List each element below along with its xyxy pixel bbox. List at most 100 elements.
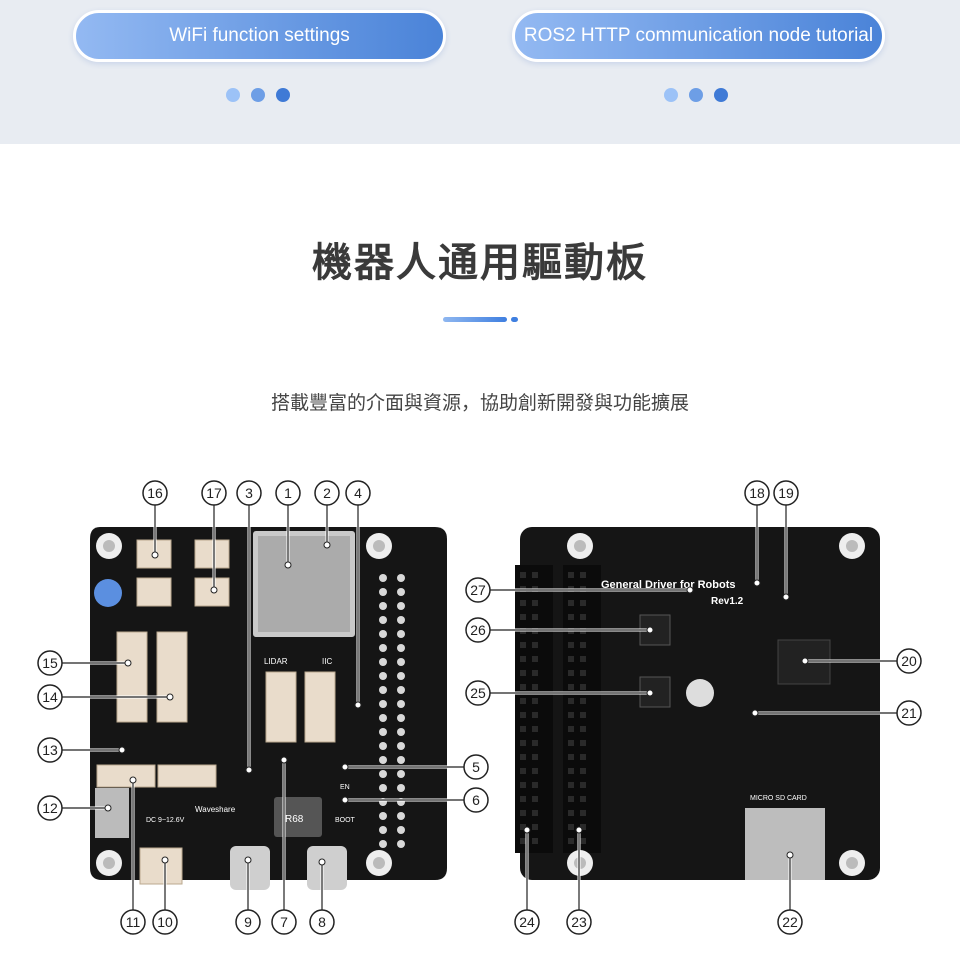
callout-24: 24 bbox=[514, 826, 540, 935]
callout-number: 9 bbox=[244, 914, 252, 930]
header-pin bbox=[520, 670, 526, 676]
callout-10: 10 bbox=[152, 856, 178, 935]
header-pin bbox=[379, 770, 387, 778]
header-pin bbox=[532, 810, 538, 816]
header-pin bbox=[397, 714, 405, 722]
boot-label: BOOT bbox=[335, 817, 356, 824]
callout-16: 16 bbox=[142, 480, 168, 559]
header-pin bbox=[397, 630, 405, 638]
callout-15: 15 bbox=[37, 650, 132, 676]
header-pin bbox=[532, 670, 538, 676]
header-pin bbox=[379, 826, 387, 834]
header-pin bbox=[520, 656, 526, 662]
header-pin bbox=[520, 642, 526, 648]
header-pin bbox=[397, 644, 405, 652]
iic-label: IIC bbox=[322, 657, 332, 666]
header-pin bbox=[379, 658, 387, 666]
callout-number: 7 bbox=[280, 914, 288, 930]
callout-number: 10 bbox=[157, 914, 173, 930]
header-pin bbox=[580, 740, 586, 746]
header-pin bbox=[580, 712, 586, 718]
header-pin bbox=[580, 754, 586, 760]
title-underline bbox=[443, 317, 507, 322]
header-pin bbox=[379, 644, 387, 652]
header-pin bbox=[568, 782, 574, 788]
header-pin bbox=[580, 698, 586, 704]
header-pin bbox=[580, 684, 586, 690]
header-pin bbox=[532, 572, 538, 578]
inductor-label: R68 bbox=[285, 814, 304, 825]
header-pin bbox=[397, 784, 405, 792]
ros2-http-tutorial-button[interactable]: ROS2 HTTP communication node tutorial bbox=[512, 10, 885, 62]
header-pin bbox=[532, 796, 538, 802]
callout-number: 15 bbox=[42, 655, 58, 671]
callout-3: 3 bbox=[236, 480, 262, 774]
section-title: 機器人通用驅動板 bbox=[312, 240, 648, 286]
header-pin bbox=[397, 742, 405, 750]
header-pin bbox=[379, 714, 387, 722]
carousel-dot[interactable] bbox=[251, 88, 265, 102]
callout-number: 27 bbox=[470, 582, 486, 598]
header-pin bbox=[532, 726, 538, 732]
callout-23: 23 bbox=[566, 826, 592, 935]
carousel-dot-active[interactable] bbox=[276, 88, 290, 102]
carousel-dot-active[interactable] bbox=[714, 88, 728, 102]
callout-number: 19 bbox=[778, 485, 794, 501]
callout-number: 17 bbox=[206, 485, 222, 501]
header-pin bbox=[379, 672, 387, 680]
header-pin bbox=[379, 602, 387, 610]
carousel-dot[interactable] bbox=[664, 88, 678, 102]
callout-19: 19 bbox=[773, 480, 799, 601]
callout-11: 11 bbox=[120, 776, 146, 935]
en-label: EN bbox=[340, 784, 350, 791]
header-pin bbox=[379, 784, 387, 792]
callout-20: 20 bbox=[801, 648, 922, 674]
header-pin bbox=[397, 756, 405, 764]
header-pin bbox=[568, 726, 574, 732]
carousel-dot[interactable] bbox=[226, 88, 240, 102]
header-pin bbox=[397, 700, 405, 708]
header-pin bbox=[568, 656, 574, 662]
callout-number: 20 bbox=[901, 653, 917, 669]
callout-25: 25 bbox=[465, 680, 654, 706]
header-pin bbox=[532, 754, 538, 760]
callout-14: 14 bbox=[37, 684, 174, 710]
board-back: General Driver for Robots Rev1.2 MICRO S… bbox=[515, 527, 880, 880]
header-pin bbox=[520, 740, 526, 746]
header-pin bbox=[580, 600, 586, 606]
header-pin bbox=[379, 686, 387, 694]
callout-number: 3 bbox=[245, 485, 253, 501]
header-pin bbox=[568, 684, 574, 690]
header-pin bbox=[532, 824, 538, 830]
header-pin bbox=[568, 810, 574, 816]
header-pin bbox=[568, 768, 574, 774]
header-pin bbox=[580, 768, 586, 774]
wifi-settings-button[interactable]: WiFi function settings bbox=[73, 10, 446, 62]
callout-2: 2 bbox=[314, 480, 340, 549]
header-pin bbox=[520, 810, 526, 816]
header-pin bbox=[379, 630, 387, 638]
callout-number: 25 bbox=[470, 685, 486, 701]
callout-number: 16 bbox=[147, 485, 163, 501]
dc-label: DC 9~12.6V bbox=[146, 817, 185, 824]
header-pin bbox=[379, 588, 387, 596]
callout-21: 21 bbox=[751, 700, 922, 726]
header-pin bbox=[520, 614, 526, 620]
callout-7: 7 bbox=[271, 756, 297, 935]
callout-12: 12 bbox=[37, 795, 112, 821]
header-pin bbox=[568, 698, 574, 704]
callout-number: 26 bbox=[470, 622, 486, 638]
header-pin bbox=[580, 614, 586, 620]
carousel-dot[interactable] bbox=[689, 88, 703, 102]
callout-number: 4 bbox=[354, 485, 362, 501]
header-pin bbox=[397, 672, 405, 680]
header-pin bbox=[520, 838, 526, 844]
callout-number: 2 bbox=[323, 485, 331, 501]
header-pin bbox=[397, 812, 405, 820]
header-pin bbox=[532, 614, 538, 620]
header-pin bbox=[379, 756, 387, 764]
callout-number: 5 bbox=[472, 759, 480, 775]
header-pin bbox=[520, 796, 526, 802]
callout-number: 8 bbox=[318, 914, 326, 930]
lidar-label: LIDAR bbox=[264, 657, 288, 666]
